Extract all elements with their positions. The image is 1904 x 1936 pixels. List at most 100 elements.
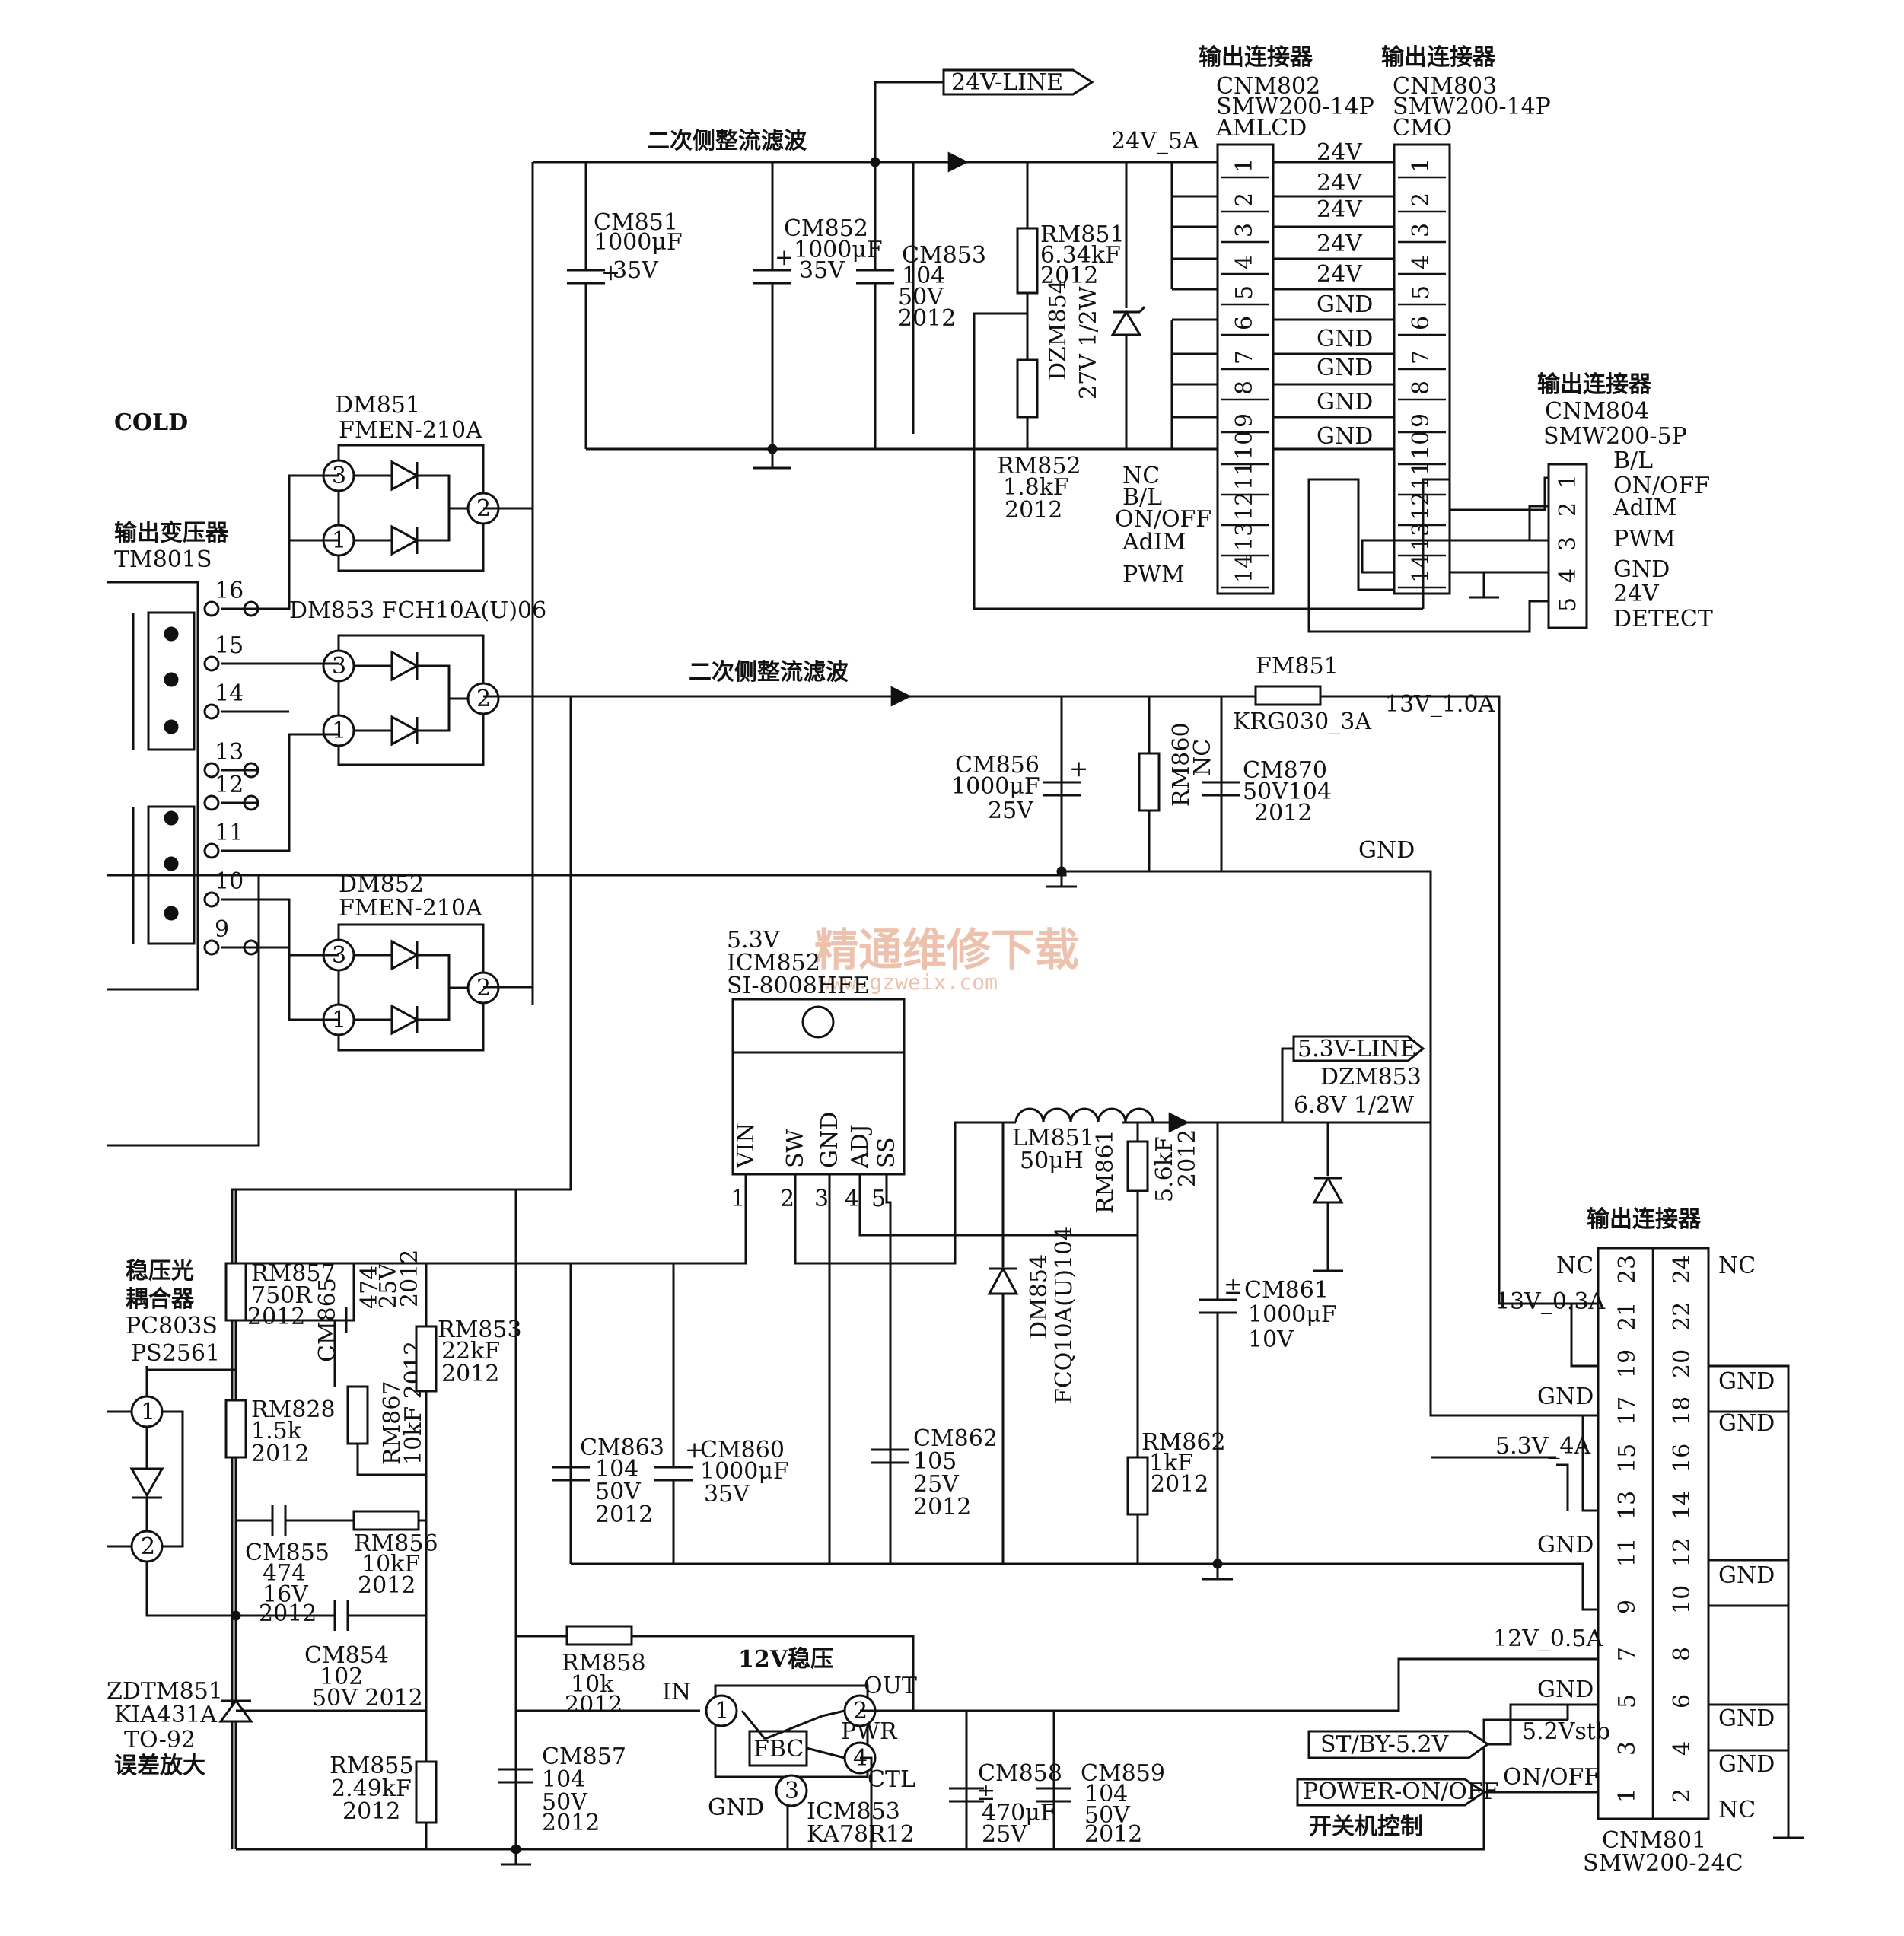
connector-pin-number: 3 xyxy=(1408,223,1434,237)
connector-pin-number: 4 xyxy=(1408,255,1434,269)
svg-text:AdIM: AdIM xyxy=(1613,495,1676,521)
svg-text:104: 104 xyxy=(595,1456,638,1482)
cnm801-pin-even: 18 xyxy=(1669,1396,1695,1425)
svg-text:GND: GND xyxy=(1537,1384,1594,1410)
svg-text:24V: 24V xyxy=(1613,581,1660,607)
svg-text:12V_0.5A: 12V_0.5A xyxy=(1493,1626,1603,1652)
svg-text:IN: IN xyxy=(662,1679,691,1705)
svg-text:CNM801: CNM801 xyxy=(1602,1827,1706,1854)
svg-text:RM861: RM861 xyxy=(1092,1129,1119,1214)
connector-pin-number: 14 xyxy=(1231,554,1258,583)
svg-text:DZM853: DZM853 xyxy=(1320,1064,1422,1091)
svg-text:CM861: CM861 xyxy=(1244,1277,1329,1304)
cnm801-wires xyxy=(1431,1302,1804,1839)
svg-text:1000μF: 1000μF xyxy=(1248,1301,1337,1328)
svg-text:SMW200-14P: SMW200-14P xyxy=(1216,94,1374,120)
cnm801-pin-odd: 7 xyxy=(1614,1647,1641,1661)
icm852-pin-name: VIN xyxy=(733,1122,759,1169)
res-rm858: RM858 10k 2012 xyxy=(516,1625,915,1718)
icm852-pin-name: ADJ xyxy=(847,1124,874,1169)
svg-text:12V稳压: 12V稳压 xyxy=(738,1646,833,1673)
svg-text:50V: 50V xyxy=(898,284,944,310)
connector-pin-number: 12 xyxy=(1408,492,1434,521)
svg-text:FCQ10A(U)104: FCQ10A(U)104 xyxy=(1051,1226,1078,1404)
signal-stby: ST/BY-5.2V xyxy=(1307,1703,1568,1759)
res-rm855: RM855 2.49kF 2012 xyxy=(330,1753,438,1825)
cnm801-pin-odd: 9 xyxy=(1614,1600,1641,1614)
transformer-pin-dot xyxy=(203,762,220,779)
svg-text:CM853: CM853 xyxy=(902,242,986,269)
cnm804-pin-number: 5 xyxy=(1555,597,1581,612)
title-secondary-mid: 二次侧整流滤波 xyxy=(689,659,849,686)
cap-cm854: CM854 102 50V 2012 xyxy=(236,1600,426,1712)
svg-text:LM851: LM851 xyxy=(1012,1125,1094,1151)
connector-pin-number: 8 xyxy=(1408,381,1434,395)
transformer-tm801s: 输出变压器 TM801S xyxy=(107,520,229,991)
svg-text:FM851: FM851 xyxy=(1256,653,1339,680)
svg-text:474: 474 xyxy=(263,1560,306,1587)
zener-dzm853: 5.3V-LINE DZM853 6.8V 1/2W xyxy=(1281,1035,1425,1272)
connector-pin-number: 13 xyxy=(1408,522,1434,551)
svg-text:2: 2 xyxy=(141,1533,155,1560)
svg-text:GND: GND xyxy=(1718,1705,1775,1732)
svg-text:50V: 50V xyxy=(1084,1802,1131,1829)
cap-cm857: CM857 104 50V 2012 xyxy=(498,1709,700,1836)
svg-text:13V_1.0A: 13V_1.0A xyxy=(1385,691,1495,718)
svg-text:104: 104 xyxy=(542,1766,585,1793)
rail-24v xyxy=(531,81,1218,1005)
svg-text:RM856: RM856 xyxy=(354,1530,438,1557)
diode-symbol xyxy=(390,524,420,556)
diode-dm854: DM854 FCQ10A(U)104 xyxy=(987,1122,1078,1564)
icm853-pin xyxy=(775,1774,808,1807)
diode-symbol xyxy=(390,460,420,492)
svg-text:RM862: RM862 xyxy=(1141,1429,1226,1456)
svg-text:NC: NC xyxy=(1718,1253,1756,1279)
cnm804-pin-number: 1 xyxy=(1555,474,1581,489)
diode-dm853: DM853 FCH10A(U)06 xyxy=(289,597,546,766)
connector-pin-number: 10 xyxy=(1408,431,1434,460)
cnm803-side-label: 24V xyxy=(1317,170,1363,196)
cnm801-pin-odd: 21 xyxy=(1614,1302,1641,1331)
transformer-pin-dot xyxy=(203,703,220,720)
svg-text:ON/OFF: ON/OFF xyxy=(1503,1764,1600,1791)
svg-text:PS2561: PS2561 xyxy=(131,1340,220,1367)
connector-pin-number: 1 xyxy=(1408,158,1434,173)
svg-text:ON/OFF: ON/OFF xyxy=(1613,473,1710,499)
transformer-pin-dot xyxy=(203,600,220,617)
cnm801-labels: NC 13V_0.3A GND 5.3V_4A GND 12V_0.5A GND… xyxy=(1493,1253,1775,1823)
svg-text:474: 474 xyxy=(356,1266,383,1309)
svg-text:1: 1 xyxy=(141,1399,155,1425)
svg-text:25V: 25V xyxy=(375,1263,402,1309)
icm852-pin-name: GND xyxy=(817,1112,843,1168)
connector-pin-number: 9 xyxy=(1231,413,1258,428)
connector-pin-number: 5 xyxy=(1231,285,1258,300)
bridge-pin-label: 1 xyxy=(332,527,346,554)
svg-text:SI-8008HFE: SI-8008HFE xyxy=(727,973,870,999)
svg-text:CM862: CM862 xyxy=(913,1425,998,1452)
svg-text:CMO: CMO xyxy=(1393,115,1452,142)
svg-text:CTL: CTL xyxy=(868,1766,915,1793)
icm852-pin-number: 2 xyxy=(780,1186,794,1212)
svg-text:±: ± xyxy=(976,1779,995,1806)
svg-text:35V: 35V xyxy=(704,1481,750,1508)
shunt-zdtm851: ZDTM851 KIA431A TO-92 误差放大 xyxy=(107,1678,426,1849)
svg-text:CM856: CM856 xyxy=(955,752,1040,779)
connector-cnm803: 输出连接器 CNM803 SMW200-14P CMO xyxy=(1381,44,1551,595)
svg-text:35V: 35V xyxy=(799,257,845,284)
svg-text:RM852: RM852 xyxy=(997,453,1081,479)
connector-pin-number: 13 xyxy=(1231,522,1258,551)
transformer-pin-label: 14 xyxy=(215,680,244,707)
svg-text:22kF: 22kF xyxy=(441,1338,500,1364)
cnm801-pin-odd: 19 xyxy=(1614,1349,1641,1378)
connector-pin-number: 7 xyxy=(1408,350,1434,365)
svg-text:1000μF: 1000μF xyxy=(594,229,683,256)
svg-text:+: + xyxy=(685,1437,704,1463)
connector-pin-number: 6 xyxy=(1408,316,1434,330)
icm852-pin-name: SS xyxy=(874,1137,900,1168)
cnm803-side-label: GND xyxy=(1317,389,1373,416)
svg-text:104: 104 xyxy=(902,263,945,289)
svg-text:2012: 2012 xyxy=(251,1441,309,1467)
